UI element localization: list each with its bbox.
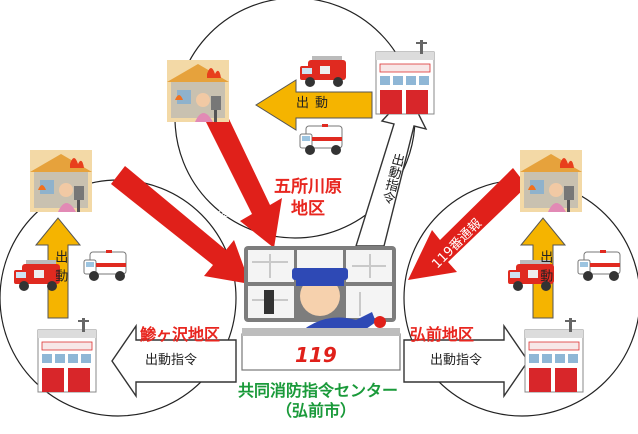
ambulance-goshogawara xyxy=(299,123,343,156)
order-label-ajigasawa: 出動指令 xyxy=(145,353,198,368)
call-arrow-ajigasawa xyxy=(111,166,250,284)
order-arrow-ajigasawa xyxy=(111,323,237,399)
caller-house-ajigasawa xyxy=(30,150,92,212)
dispatch-arrow-goshogawara xyxy=(255,79,373,131)
order-arrow-hirosaki xyxy=(403,323,529,399)
fire-engine-goshogawara xyxy=(300,56,346,87)
goshogawara-region-label: 五所川原 地区 xyxy=(274,177,342,220)
dispatch-label-ajigasawa: 出動 xyxy=(52,250,68,288)
ambulance-hirosaki xyxy=(577,249,621,282)
fire-station-ajigasawa xyxy=(37,317,97,393)
order-label-hirosaki: 出動指令 xyxy=(430,353,483,368)
fire-station-goshogawara xyxy=(375,39,435,115)
call-arrow-goshogawara xyxy=(200,100,282,248)
center-city: （弘前市） xyxy=(276,401,357,420)
dispatch-label-hirosaki: 出動 xyxy=(537,250,553,288)
dispatch-label-goshogawara: 出動 xyxy=(296,96,335,111)
ambulance-ajigasawa xyxy=(83,249,127,282)
fire-station-hirosaki xyxy=(524,317,584,393)
dispatch-console xyxy=(241,333,401,371)
console-number: 119 xyxy=(295,343,337,367)
call-arrow-hirosaki xyxy=(408,168,527,280)
ajigasawa-region-label: 鯵ヶ沢地区 xyxy=(140,325,221,344)
caller-house-hirosaki xyxy=(520,150,582,212)
caller-house-goshogawara xyxy=(167,60,229,122)
hirosaki-region-label: 弘前地区 xyxy=(410,325,475,344)
center-name: 共同消防指令センター xyxy=(238,381,399,400)
